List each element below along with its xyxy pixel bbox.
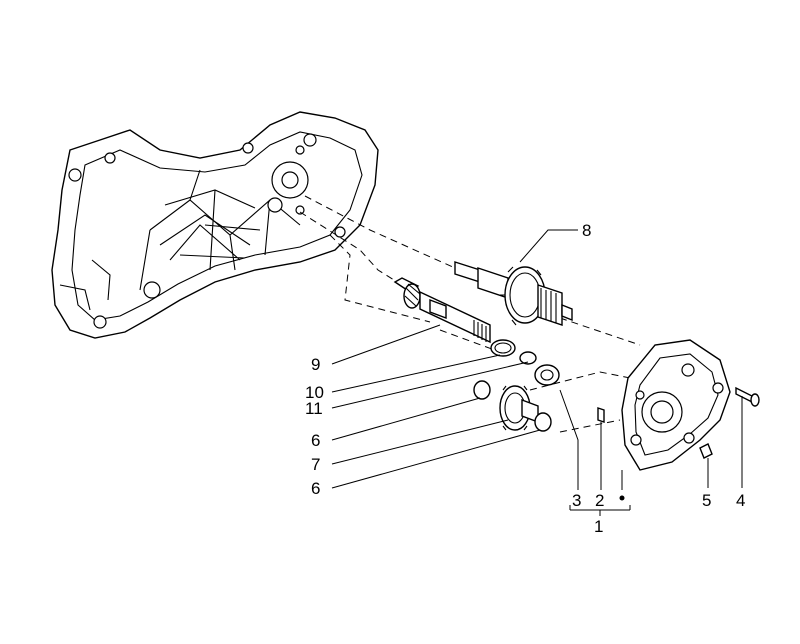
callout-7: 7 bbox=[311, 455, 320, 474]
callout-5: 5 bbox=[702, 491, 711, 510]
callout-11: 11 bbox=[305, 399, 323, 418]
callout-labels: 8 9 10 11 6 7 6 3 2 1 5 4 bbox=[305, 221, 745, 536]
transmission-cover bbox=[621, 339, 731, 471]
callout-leader-lines bbox=[331, 229, 743, 516]
secondary-shaft bbox=[393, 277, 491, 344]
callout-6a: 6 bbox=[311, 431, 320, 450]
callout-8: 8 bbox=[582, 221, 591, 240]
callout-1: 1 bbox=[594, 517, 603, 536]
callout-10: 10 bbox=[305, 383, 324, 402]
callout-4: 4 bbox=[736, 491, 745, 510]
callout-6b: 6 bbox=[311, 479, 320, 498]
circlip-and-bearing bbox=[490, 339, 560, 386]
callout-3: 3 bbox=[572, 491, 581, 510]
pins-and-bolts bbox=[597, 386, 760, 501]
callout-9: 9 bbox=[311, 355, 320, 374]
callout-2: 2 bbox=[595, 491, 604, 510]
main-shaft-gear bbox=[454, 261, 573, 326]
intermediate-gear-and-bushings bbox=[473, 380, 552, 432]
crankcase-housing bbox=[51, 111, 379, 339]
